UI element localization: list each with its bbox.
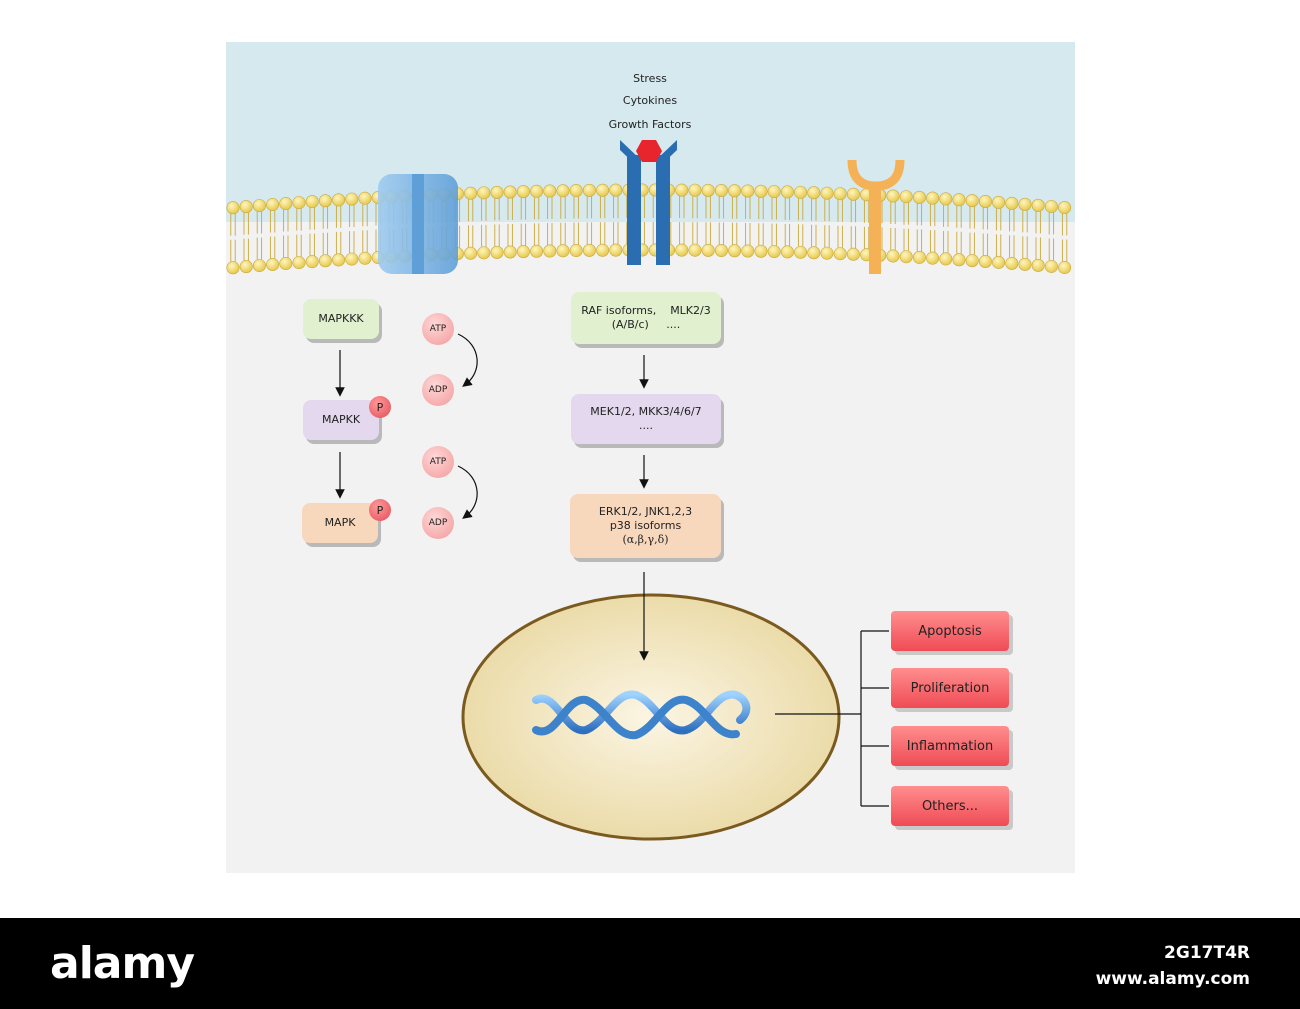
tier3-box: ERK1/2, JNK1,2,3 p38 isoforms (α,β,γ,δ) — [570, 494, 721, 558]
atp-molecule-2: ATP — [422, 446, 454, 478]
tier3-line3: (α,β,γ,δ) — [622, 533, 669, 546]
arrow-atp-to-adp-1 — [457, 333, 478, 387]
tier2-line1: MEK1/2, MKK3/4/6/7 — [590, 405, 702, 418]
tier3-line1: ERK1/2, JNK1,2,3 — [598, 505, 693, 518]
tier2-box: MEK1/2, MKK3/4/6/7 .... — [571, 394, 721, 444]
tier3-line2: p38 isoforms — [609, 519, 682, 532]
tier1-line1: RAF isoforms, MLK2/3 — [581, 304, 711, 317]
outcome-inflammation: Inflammation — [891, 726, 1009, 766]
outcome-proliferation: Proliferation — [891, 668, 1009, 708]
brand-logo: alamy — [50, 938, 195, 989]
phosphate-badge-mapk: P — [369, 499, 391, 521]
dna-icon — [532, 690, 751, 740]
mapkkk-label: MAPKKK — [318, 312, 364, 325]
adp-molecule-1: ADP — [422, 374, 454, 406]
tier2-line2: .... — [639, 419, 653, 432]
footer-bar: alamy 2G17T4R www.alamy.com — [0, 918, 1300, 1009]
ion-channel-icon — [378, 174, 458, 274]
receptor-icon — [620, 140, 677, 265]
mapkk-box: MAPKK — [303, 400, 379, 440]
stimulus-cytokines: Cytokines — [622, 94, 678, 107]
stimulus-growth-factors: Growth Factors — [608, 118, 692, 131]
outcome-others: Others... — [891, 786, 1009, 826]
tier1-line2: (A/B/c) .... — [611, 318, 681, 331]
ligand-icon — [636, 140, 662, 162]
mapkkk-box: MAPKKK — [303, 299, 379, 339]
arrow-atp-to-adp-2 — [457, 465, 478, 519]
image-id: 2G17T4R — [1164, 943, 1250, 963]
outcome-apoptosis: Apoptosis — [891, 611, 1009, 651]
nucleus — [461, 593, 841, 841]
mapk-box: MAPK — [302, 503, 378, 543]
mapk-label: MAPK — [324, 516, 356, 529]
adp-molecule-2: ADP — [422, 507, 454, 539]
atp-molecule-1: ATP — [422, 313, 454, 345]
y-receptor-icon — [847, 159, 905, 274]
image-info: 2G17T4R www.alamy.com — [1096, 940, 1250, 992]
site-url[interactable]: www.alamy.com — [1095, 969, 1250, 989]
mapkk-label: MAPKK — [321, 413, 361, 426]
outcome-bracket — [775, 630, 889, 807]
tier1-box: RAF isoforms, MLK2/3 (A/B/c) .... — [571, 292, 721, 344]
phosphate-badge-mapkk: P — [369, 396, 391, 418]
stimulus-stress: Stress — [633, 72, 667, 85]
